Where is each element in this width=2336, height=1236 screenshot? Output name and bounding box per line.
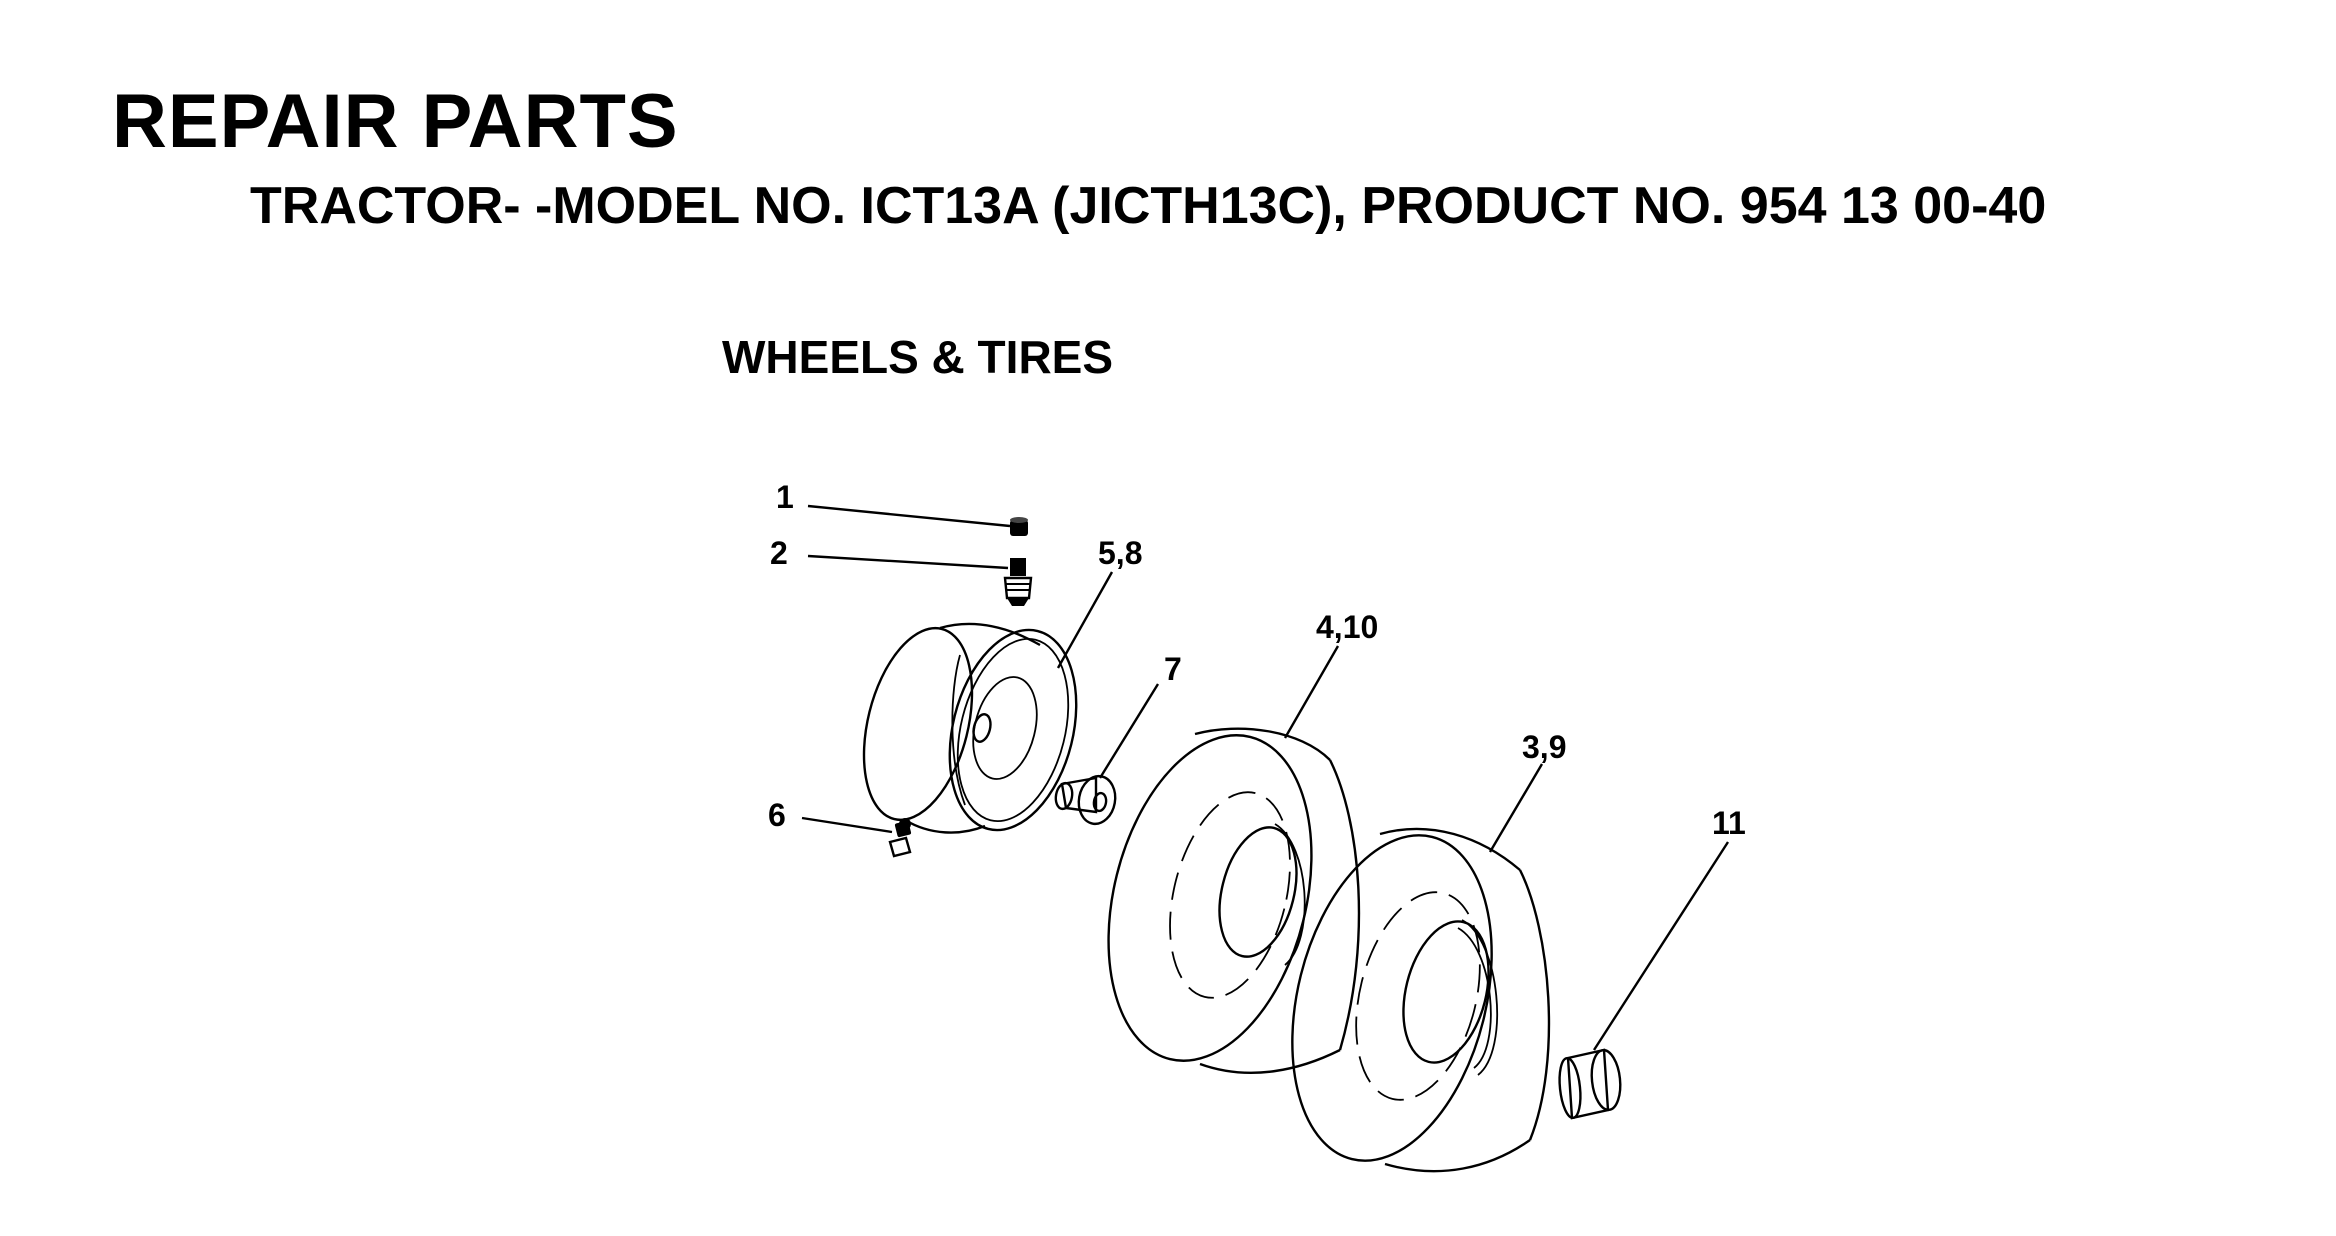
page-title: REPAIR PARTS [112, 79, 679, 164]
valve-cap-part [1010, 517, 1028, 536]
outer-tire-part [1291, 827, 1551, 1173]
callout-3-9: 3,9 [1522, 729, 1566, 765]
callout-4-10: 4,10 [1316, 609, 1378, 645]
section-title: WHEELS & TIRES [722, 331, 1114, 383]
bushing-part [1054, 774, 1117, 826]
leader-lines [801, 504, 1730, 1051]
wheel-rim-part [862, 622, 1078, 834]
callout-5-8: 5,8 [1098, 535, 1142, 571]
leader-2 [807, 554, 1009, 570]
leader-410 [1283, 645, 1340, 739]
leader-6 [801, 816, 893, 834]
leader-39 [1488, 763, 1544, 853]
leader-58 [1056, 571, 1114, 669]
leader-1 [807, 504, 1011, 528]
callout-6: 6 [768, 797, 786, 833]
hub-cap-part [1558, 1048, 1622, 1120]
grease-fitting-part [888, 818, 912, 858]
callout-11: 11 [1712, 805, 1746, 841]
leader-11 [1592, 841, 1730, 1051]
leader-7 [1098, 683, 1160, 779]
callout-1: 1 [776, 479, 794, 515]
inner-tire-part [1107, 727, 1361, 1074]
callout-7: 7 [1164, 651, 1182, 687]
model-subtitle: TRACTOR- -MODEL NO. ICT13A (JICTH13C), P… [250, 177, 2047, 235]
valve-stem-part [1003, 558, 1033, 606]
callout-2: 2 [770, 535, 788, 571]
